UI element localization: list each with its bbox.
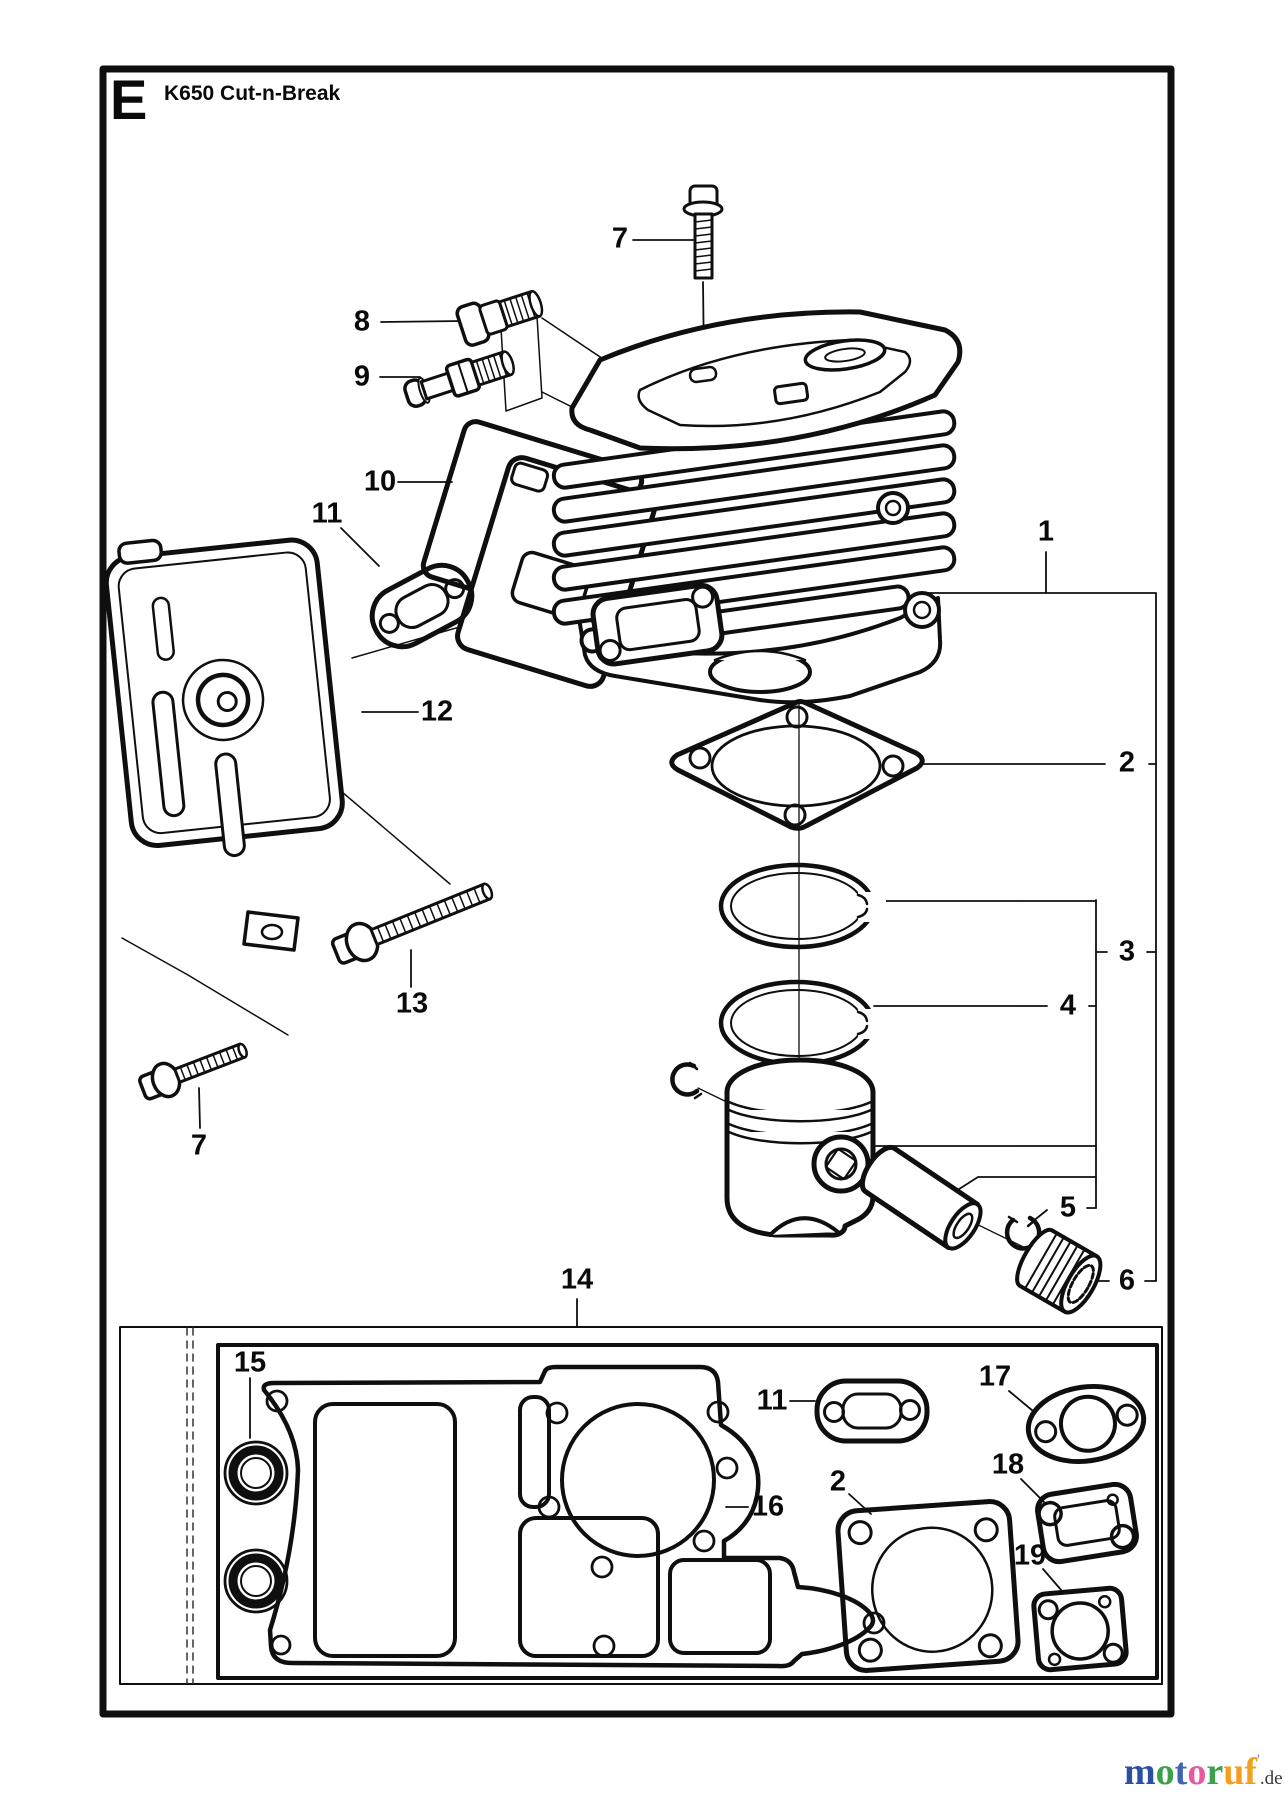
plug-8 xyxy=(455,289,544,347)
part-callout-11: 11 xyxy=(311,497,343,530)
part-callout-11: 11 xyxy=(756,1384,788,1417)
part-callout-5: 5 xyxy=(1059,1191,1077,1224)
part-callout-6: 6 xyxy=(1118,1264,1136,1297)
gasket-11-upper xyxy=(369,562,475,650)
logo-wordmark: motoruf xyxy=(1124,1751,1257,1793)
valve-9 xyxy=(403,350,515,408)
page-border xyxy=(99,65,1175,1718)
logo-trademark: ' xyxy=(1256,1752,1260,1769)
gasket-19 xyxy=(1031,1585,1129,1673)
piston-ring-upper xyxy=(718,862,886,950)
part-callout-10: 10 xyxy=(363,465,397,498)
part-callout-15: 15 xyxy=(233,1346,267,1379)
part-callout-19: 19 xyxy=(1013,1539,1047,1572)
part-callout-14: 14 xyxy=(560,1263,594,1296)
part-callout-13: 13 xyxy=(395,987,429,1020)
part-callout-12: 12 xyxy=(420,695,454,728)
part-callout-7: 7 xyxy=(611,222,629,255)
gasket-2-lower xyxy=(835,1499,1021,1673)
logo-domain-suffix: .de xyxy=(1259,1768,1283,1789)
gasket-2-middle xyxy=(669,699,925,831)
section-letter: E xyxy=(110,68,148,131)
piston-pin xyxy=(859,1144,983,1251)
part-callout-18: 18 xyxy=(991,1448,1025,1481)
part-callout-4: 4 xyxy=(1059,989,1077,1022)
gasket-16 xyxy=(261,1364,886,1669)
part-callout-3: 3 xyxy=(1118,935,1136,968)
bolt-13 xyxy=(330,882,494,965)
part-callout-2: 2 xyxy=(1118,746,1136,779)
part-callout-2: 2 xyxy=(829,1465,847,1498)
motoruf-logo: motoruf'.de xyxy=(1124,1751,1283,1793)
gasket-11-lower xyxy=(814,1378,930,1444)
gasket-kit-panel xyxy=(119,1326,1163,1685)
page-title: K650 Cut-n-Break xyxy=(164,82,341,105)
part-callout-9: 9 xyxy=(353,360,371,393)
gasket-17 xyxy=(1025,1383,1147,1465)
part-callout-1: 1 xyxy=(1037,515,1055,548)
gasket-18 xyxy=(1035,1481,1139,1565)
seal-15-a xyxy=(223,1440,289,1506)
circlip-5 xyxy=(1004,1215,1042,1251)
part-callout-8: 8 xyxy=(353,305,371,338)
part-callout-7: 7 xyxy=(190,1129,208,1162)
seal-15-b xyxy=(223,1548,289,1614)
cylinder-assembly xyxy=(551,309,963,705)
bolt-7-top xyxy=(682,184,724,280)
part-callout-16: 16 xyxy=(751,1490,785,1523)
bolt-7-lower xyxy=(138,1042,248,1101)
needle-bearing-6 xyxy=(1015,1227,1103,1315)
piston-ring-lower xyxy=(718,979,886,1067)
circlip-left xyxy=(670,1061,703,1100)
part-callout-17: 17 xyxy=(978,1360,1012,1393)
muffler-12 xyxy=(103,537,345,952)
piston xyxy=(724,1057,876,1238)
